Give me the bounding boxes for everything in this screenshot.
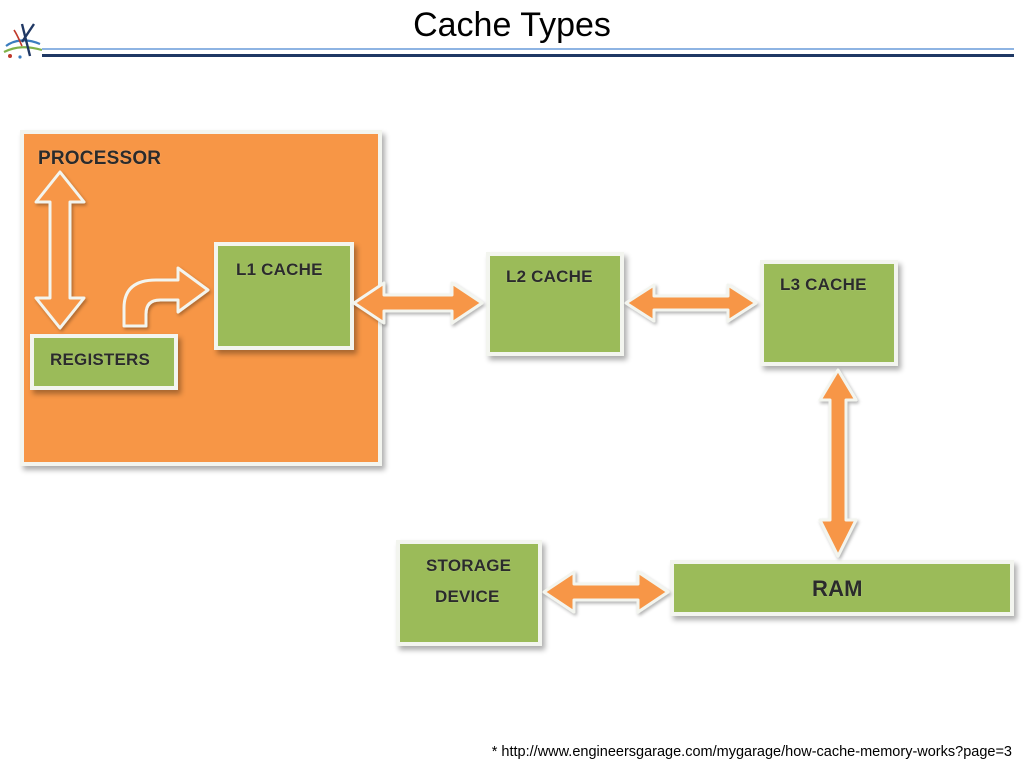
source-footnote: * http://www.engineersgarage.com/mygarag…	[491, 744, 1012, 760]
arrow-l3-ram	[818, 368, 858, 558]
l1-cache-label: L1 CACHE	[236, 260, 323, 279]
storage-label-line1: STORAGE	[426, 556, 512, 575]
l2-cache-label: L2 CACHE	[506, 267, 593, 286]
storage-device-box	[396, 540, 542, 646]
title-underline	[42, 48, 1014, 57]
arrow-l2-l3	[624, 283, 758, 323]
registers-label: REGISTERS	[50, 350, 151, 369]
institution-logo-icon	[3, 23, 43, 59]
arrow-ram-storage	[542, 570, 670, 614]
slide-title: Cache Types	[413, 6, 611, 44]
ram-box	[670, 560, 1014, 616]
ram-label: RAM	[812, 576, 863, 601]
processor-label: PROCESSOR	[38, 148, 162, 169]
registers-box	[30, 334, 178, 390]
l2-cache-box	[486, 252, 624, 356]
l3-cache-box	[760, 260, 898, 366]
storage-label-line2: DEVICE	[435, 587, 500, 606]
l3-cache-label: L3 CACHE	[780, 275, 867, 294]
l1-cache-box	[214, 242, 354, 350]
